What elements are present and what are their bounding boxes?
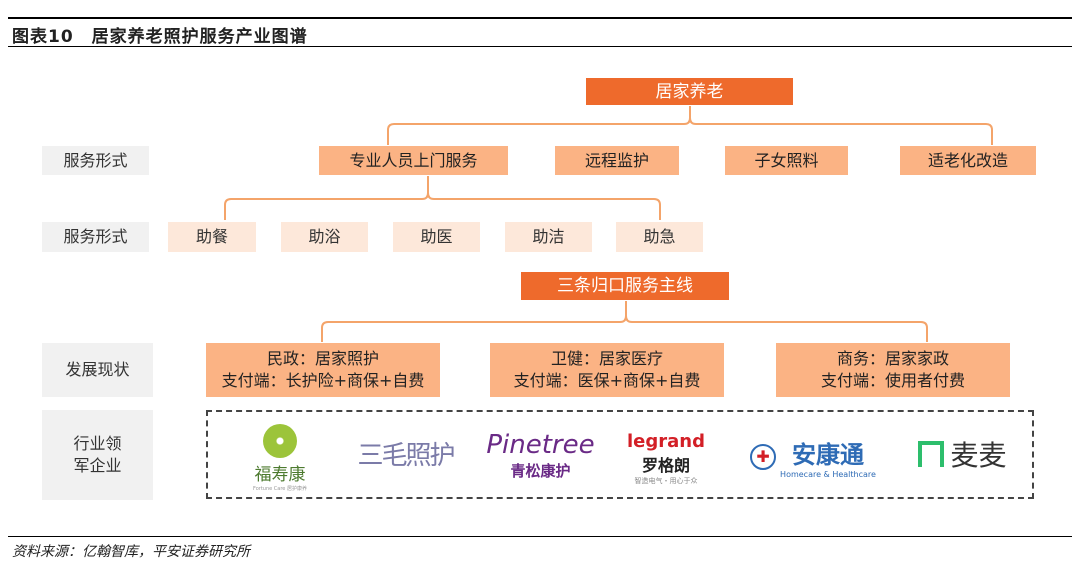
brace-root [387, 106, 993, 145]
logo-sub: 青松康护 [510, 461, 571, 480]
top-rule [8, 17, 1072, 19]
clover-icon [263, 424, 297, 458]
node-meal: 助餐 [168, 222, 256, 252]
node-health: 卫健：居家医疗 支付端：医保+商保+自费 [490, 343, 724, 397]
node-line: 支付端：使用者付费 [820, 371, 965, 390]
row-label-service-form: 服务形式 [42, 146, 149, 175]
row-label-service-form-2: 服务形式 [42, 222, 149, 252]
row-label-status: 发展现状 [42, 343, 153, 397]
node-remote-monitoring: 远程监护 [555, 146, 679, 175]
node-line: 卫健：居家医疗 [550, 349, 663, 368]
brace-mainline [321, 301, 928, 342]
logo-maimai: 麦麦 [900, 430, 1025, 478]
node-family-care: 子女照料 [725, 146, 848, 175]
logo-name: 福寿康 [254, 465, 306, 485]
mainline-node: 三条归口服务主线 [521, 272, 729, 300]
figure-title: 图表10 居家养老照护服务产业图谱 [12, 27, 308, 47]
logo-sub: Fortune Care 居护康养 [253, 486, 307, 492]
source-note: 资料来源：亿翰智库，平安证券研究所 [12, 544, 250, 560]
logo-pinetree: Pinetree 青松康护 [478, 425, 603, 485]
logo-ankangtong: ✚ 安康通 Homecare & Healthcare [738, 432, 888, 482]
node-line: 民政：居家照护 [266, 349, 379, 368]
logo-legrand: legrand 罗格朗 智造电气・用心于众 [612, 425, 720, 491]
node-civil-affairs: 民政：居家照护 支付端：长护险+商保+自费 [206, 343, 440, 397]
row-label-leaders: 行业领军企业 [42, 410, 153, 500]
node-onsite-service: 专业人员上门服务 [319, 146, 508, 175]
logo-name: 安康通 [791, 441, 864, 469]
logo-name: 三毛照护 [357, 440, 455, 471]
logo-sub: Homecare & Healthcare [780, 470, 876, 479]
node-emergency: 助急 [616, 222, 703, 252]
node-line: 商务：居家家政 [836, 349, 949, 368]
logo-tag: 智造电气・用心于众 [634, 476, 698, 485]
brace-onsite [224, 176, 661, 220]
logo-fushoukang: 福寿康 Fortune Care 居护康养 [240, 420, 320, 496]
node-bath: 助浴 [281, 222, 368, 252]
bottom-rule [8, 536, 1072, 537]
node-aging-renovation: 适老化改造 [900, 146, 1036, 175]
logo-sanmao: 三毛照护 [348, 425, 463, 481]
node-line: 支付端：医保+商保+自费 [513, 371, 701, 390]
logo-name: legrand [627, 430, 705, 452]
logo-sub: 罗格朗 [641, 455, 690, 475]
logo-name: 麦麦 [950, 439, 1007, 472]
node-medical: 助医 [393, 222, 480, 252]
node-cleaning: 助洁 [505, 222, 592, 252]
node-commerce: 商务：居家家政 支付端：使用者付费 [776, 343, 1010, 397]
logo-name: Pinetree [486, 429, 595, 460]
cross-icon: ✚ [750, 444, 777, 470]
node-line: 支付端：长护险+商保+自费 [221, 371, 425, 390]
m-icon [918, 441, 945, 467]
title-rule [8, 46, 1072, 47]
leaders-frame [206, 410, 1034, 499]
root-node: 居家养老 [586, 78, 793, 105]
